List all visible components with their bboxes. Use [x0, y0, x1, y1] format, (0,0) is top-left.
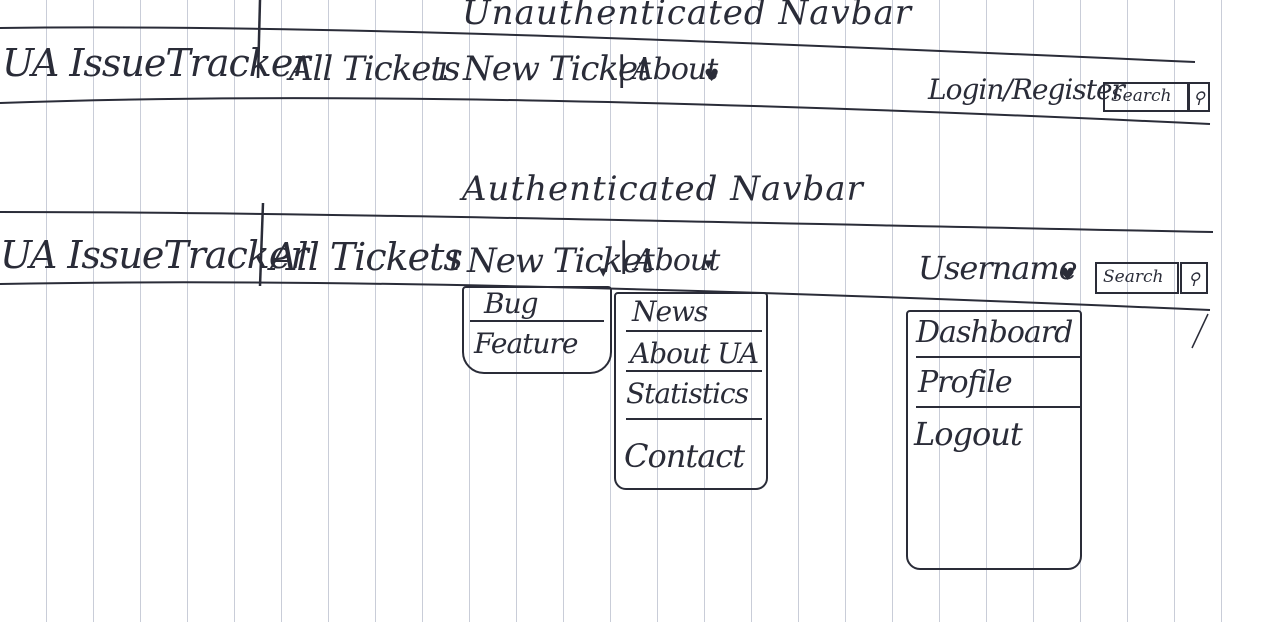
unauth-nav-all-tickets[interactable]: All Tickets: [289, 49, 461, 89]
unauth-navbar-heading: Unauthenticated Navbar: [462, 0, 913, 33]
dropdown-item-dashboard[interactable]: Dashboard: [916, 315, 1073, 350]
auth-search-input[interactable]: Search: [1095, 262, 1179, 294]
auth-nav-separator-2: |: [618, 235, 630, 275]
auth-nav-all-tickets[interactable]: All Tickets: [270, 235, 463, 279]
dropdown-item-feature[interactable]: Feature: [474, 327, 578, 360]
dropdown-item-statistics[interactable]: Statistics: [626, 377, 749, 410]
unauth-login-register-link[interactable]: Login/Register: [928, 73, 1125, 106]
unauth-search-icon[interactable]: ⚲: [1188, 82, 1210, 112]
unauth-nav-separator: ı: [437, 49, 448, 89]
auth-navbar-heading: Authenticated Navbar: [462, 169, 864, 209]
user-dropdown-menu: Dashboard Profile Logout: [906, 310, 1082, 570]
auth-nav-new-ticket[interactable]: New Ticket: [467, 241, 655, 281]
auth-search-placeholder: Search: [1103, 267, 1164, 287]
dropdown-item-bug[interactable]: Bug: [484, 287, 539, 320]
dropdown-divider: [916, 356, 1080, 358]
dropdown-divider: [916, 406, 1080, 408]
unauth-about-dropdown-icon[interactable]: ♥: [704, 66, 720, 86]
auth-nav-separator: ı: [448, 235, 460, 279]
new-ticket-dropdown-menu: Bug Feature: [462, 286, 612, 374]
auth-brand-logo[interactable]: UA IssueTracker: [0, 233, 308, 277]
dropdown-item-about-ua[interactable]: About UA: [630, 337, 759, 370]
dropdown-divider: [626, 330, 762, 332]
about-dropdown-menu: News About UA Statistics Contact: [614, 292, 768, 490]
auth-username-menu[interactable]: Username: [918, 249, 1078, 287]
unauth-nav-separator-2: |: [616, 49, 628, 89]
dropdown-divider: [626, 418, 762, 420]
dropdown-item-contact[interactable]: Contact: [624, 437, 745, 475]
auth-new-ticket-dropdown-icon[interactable]: ▾: [599, 262, 608, 282]
unauth-search-placeholder: Search: [1111, 86, 1172, 106]
dropdown-divider: [626, 370, 762, 372]
dropdown-item-logout[interactable]: Logout: [914, 415, 1023, 453]
auth-username-dropdown-icon[interactable]: ♥: [1060, 265, 1076, 285]
unauth-search-input[interactable]: Search: [1103, 82, 1189, 112]
unauth-nav-about[interactable]: About: [632, 52, 718, 87]
auth-search-icon[interactable]: ⚲: [1180, 262, 1208, 294]
unauth-nav-new-ticket[interactable]: New Ticket: [463, 49, 651, 89]
dropdown-item-news[interactable]: News: [632, 295, 708, 328]
unauth-brand-logo[interactable]: UA IssueTracker: [2, 41, 310, 85]
dropdown-item-profile[interactable]: Profile: [918, 365, 1013, 400]
auth-about-dropdown-icon[interactable]: ▾: [704, 254, 713, 274]
dropdown-divider: [470, 320, 604, 322]
auth-nav-about[interactable]: About: [634, 243, 720, 278]
